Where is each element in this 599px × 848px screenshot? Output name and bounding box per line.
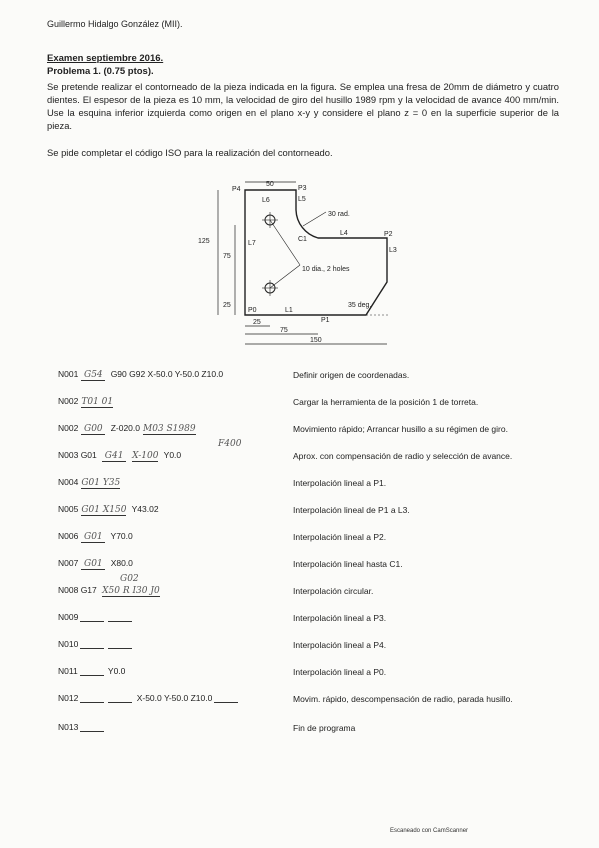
row-description: Definir origen de coordenadas. — [293, 370, 410, 380]
handwritten-overwrite: F400 — [218, 439, 242, 449]
dim-75v-label: 75 — [223, 253, 231, 260]
row-description: Interpolación circular. — [293, 586, 374, 596]
exam-title: Examen septiembre 2016. — [47, 53, 164, 64]
handwritten-answer: G54 — [81, 370, 106, 381]
point-p2: P2 — [384, 231, 393, 238]
handwritten-overwrite: G02 — [120, 574, 139, 584]
answer-blank[interactable] — [108, 639, 133, 649]
point-p1: P1 — [321, 317, 330, 324]
dim-150-label: 150 — [310, 337, 322, 344]
point-p0: P0 — [248, 307, 257, 314]
row-description: Interpolación lineal a P2. — [293, 532, 387, 542]
line-l6: L6 — [262, 197, 270, 204]
angle-label: 35 deg. — [348, 302, 371, 309]
answer-blank[interactable] — [80, 722, 105, 732]
handwritten-answer: G41 — [102, 451, 127, 462]
answer-blank[interactable] — [79, 666, 104, 676]
problem-title: Problema 1. (0.75 ptos). — [47, 66, 154, 77]
handwritten-answer: G01 — [81, 532, 106, 543]
row-description: Interpolación lineal de P1 a L3. — [293, 505, 410, 515]
answer-blank[interactable] — [80, 639, 105, 649]
program-row: N011 Y0.0 Interpolación lineal a P0. — [58, 666, 558, 680]
holes-leader — [269, 264, 301, 289]
line-l4: L4 — [340, 230, 348, 237]
holes-leader-2 — [269, 219, 301, 266]
handwritten-answer: G01 — [81, 559, 106, 570]
answer-blank[interactable] — [108, 612, 133, 622]
program-row: N009 Interpolación lineal a P3. — [58, 612, 558, 626]
row-description: Fin de programa — [293, 723, 356, 733]
program-row: N010 Interpolación lineal a P4. — [58, 639, 558, 653]
part-drawing: 50 125 75 25 25 75 150 30 rad. 10 dia., … — [198, 181, 397, 345]
line-l5: L5 — [298, 196, 306, 203]
answer-blank[interactable] — [80, 693, 105, 703]
handwritten-answer: X-100 — [132, 451, 159, 462]
row-description: Interpolación lineal a P0. — [293, 667, 387, 677]
point-p3: P3 — [298, 185, 307, 192]
dim-25h-label: 25 — [253, 319, 261, 326]
handwritten-answer: M03 S1989 — [142, 424, 196, 435]
line-l1: L1 — [285, 307, 293, 314]
point-p4: P4 — [232, 186, 241, 193]
holes-label: 10 dia., 2 holes — [302, 266, 350, 273]
program-row: N012 X-50.0 Y-50.0 Z10.0 Movim. rápido, … — [58, 693, 558, 707]
scanner-watermark: Escaneado con CamScanner — [390, 828, 469, 834]
handwritten-answer: G00 — [81, 424, 106, 435]
row-description: Interpolación lineal a P3. — [293, 613, 387, 623]
answer-blank[interactable] — [108, 693, 133, 703]
handwritten-answer: G01 Y35 — [81, 478, 121, 489]
dim-25v-label: 25 — [223, 302, 231, 309]
row-description: Movim. rápido, descompensación de radio,… — [293, 694, 513, 704]
task-request: Se pide completar el código ISO para la … — [47, 147, 333, 158]
row-description: Interpolación lineal a P4. — [293, 640, 387, 650]
row-description: Interpolación lineal hasta C1. — [293, 559, 403, 569]
author-line: Guillermo Hidalgo González (MII). — [47, 19, 183, 29]
row-description: Aprox. con compensación de radio y selec… — [293, 451, 513, 461]
dim-50-label: 50 — [266, 181, 274, 188]
handwritten-answer: G01 X150 — [81, 505, 127, 516]
radius-leader — [302, 211, 327, 227]
row-description: Cargar la herramienta de la posición 1 d… — [293, 397, 479, 407]
dim-125-label: 125 — [198, 238, 210, 245]
row-description: Interpolación lineal a P1. — [293, 478, 387, 488]
arc-c1: C1 — [298, 236, 307, 243]
dim-75h-label: 75 — [280, 327, 288, 334]
line-l7: L7 — [248, 240, 256, 247]
row-description: Movimiento rápido; Arrancar husillo a su… — [293, 424, 508, 434]
answer-blank[interactable] — [214, 693, 239, 703]
problem-statement: Se pretende realizar el contorneado de l… — [47, 81, 559, 131]
program-row: G02 N008 G17 X50 R I30 J0 Interpolación … — [58, 574, 558, 599]
answer-blank[interactable] — [80, 612, 105, 622]
program-row: N013 Fin de programa — [58, 722, 558, 736]
part-outline — [244, 189, 388, 316]
handwritten-answer: T01 01 — [81, 397, 114, 408]
handwritten-answer: X50 R I30 J0 — [102, 586, 160, 597]
line-l3: L3 — [389, 247, 397, 254]
radius-label: 30 rad. — [328, 211, 350, 218]
